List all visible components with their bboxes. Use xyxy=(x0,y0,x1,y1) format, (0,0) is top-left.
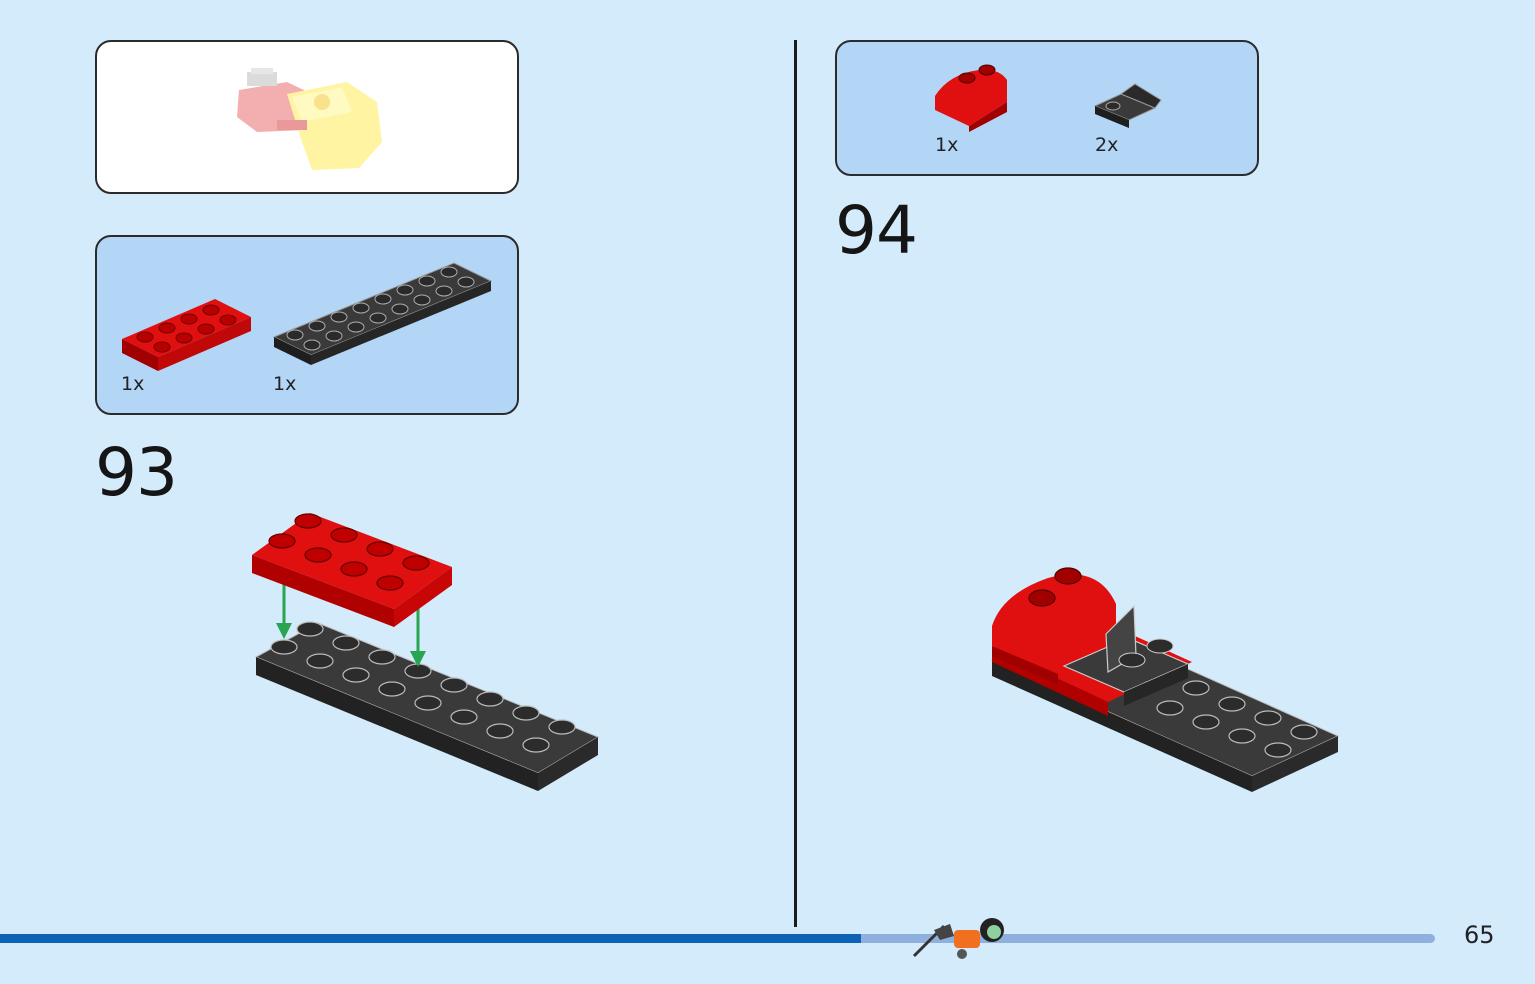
step-93-assembly-image xyxy=(252,513,600,791)
step-number: 94 xyxy=(835,192,918,269)
part-quantity: 1x xyxy=(273,373,297,395)
progress-bar-fill xyxy=(0,934,861,943)
black-bracket-part xyxy=(1093,83,1162,128)
step-number: 93 xyxy=(95,434,178,511)
submodel-context-panel xyxy=(95,40,519,194)
red-plate-2x4-part xyxy=(122,299,251,371)
red-curved-brick-part xyxy=(935,64,1007,132)
submodel-preview-image xyxy=(237,68,382,170)
part-quantity: 2x xyxy=(1095,134,1119,156)
parts-list-step-93: 1x 1x xyxy=(95,235,519,415)
page-divider xyxy=(794,40,797,927)
progress-minifigure-icon xyxy=(912,918,1004,959)
parts-list-step-94: 1x 2x xyxy=(835,40,1259,176)
part-quantity: 1x xyxy=(935,134,959,156)
step-94-assembly-image xyxy=(990,567,1340,792)
part-quantity: 1x xyxy=(121,373,145,395)
black-plate-2x8-part xyxy=(272,262,493,365)
page-number: 65 xyxy=(1464,921,1495,949)
